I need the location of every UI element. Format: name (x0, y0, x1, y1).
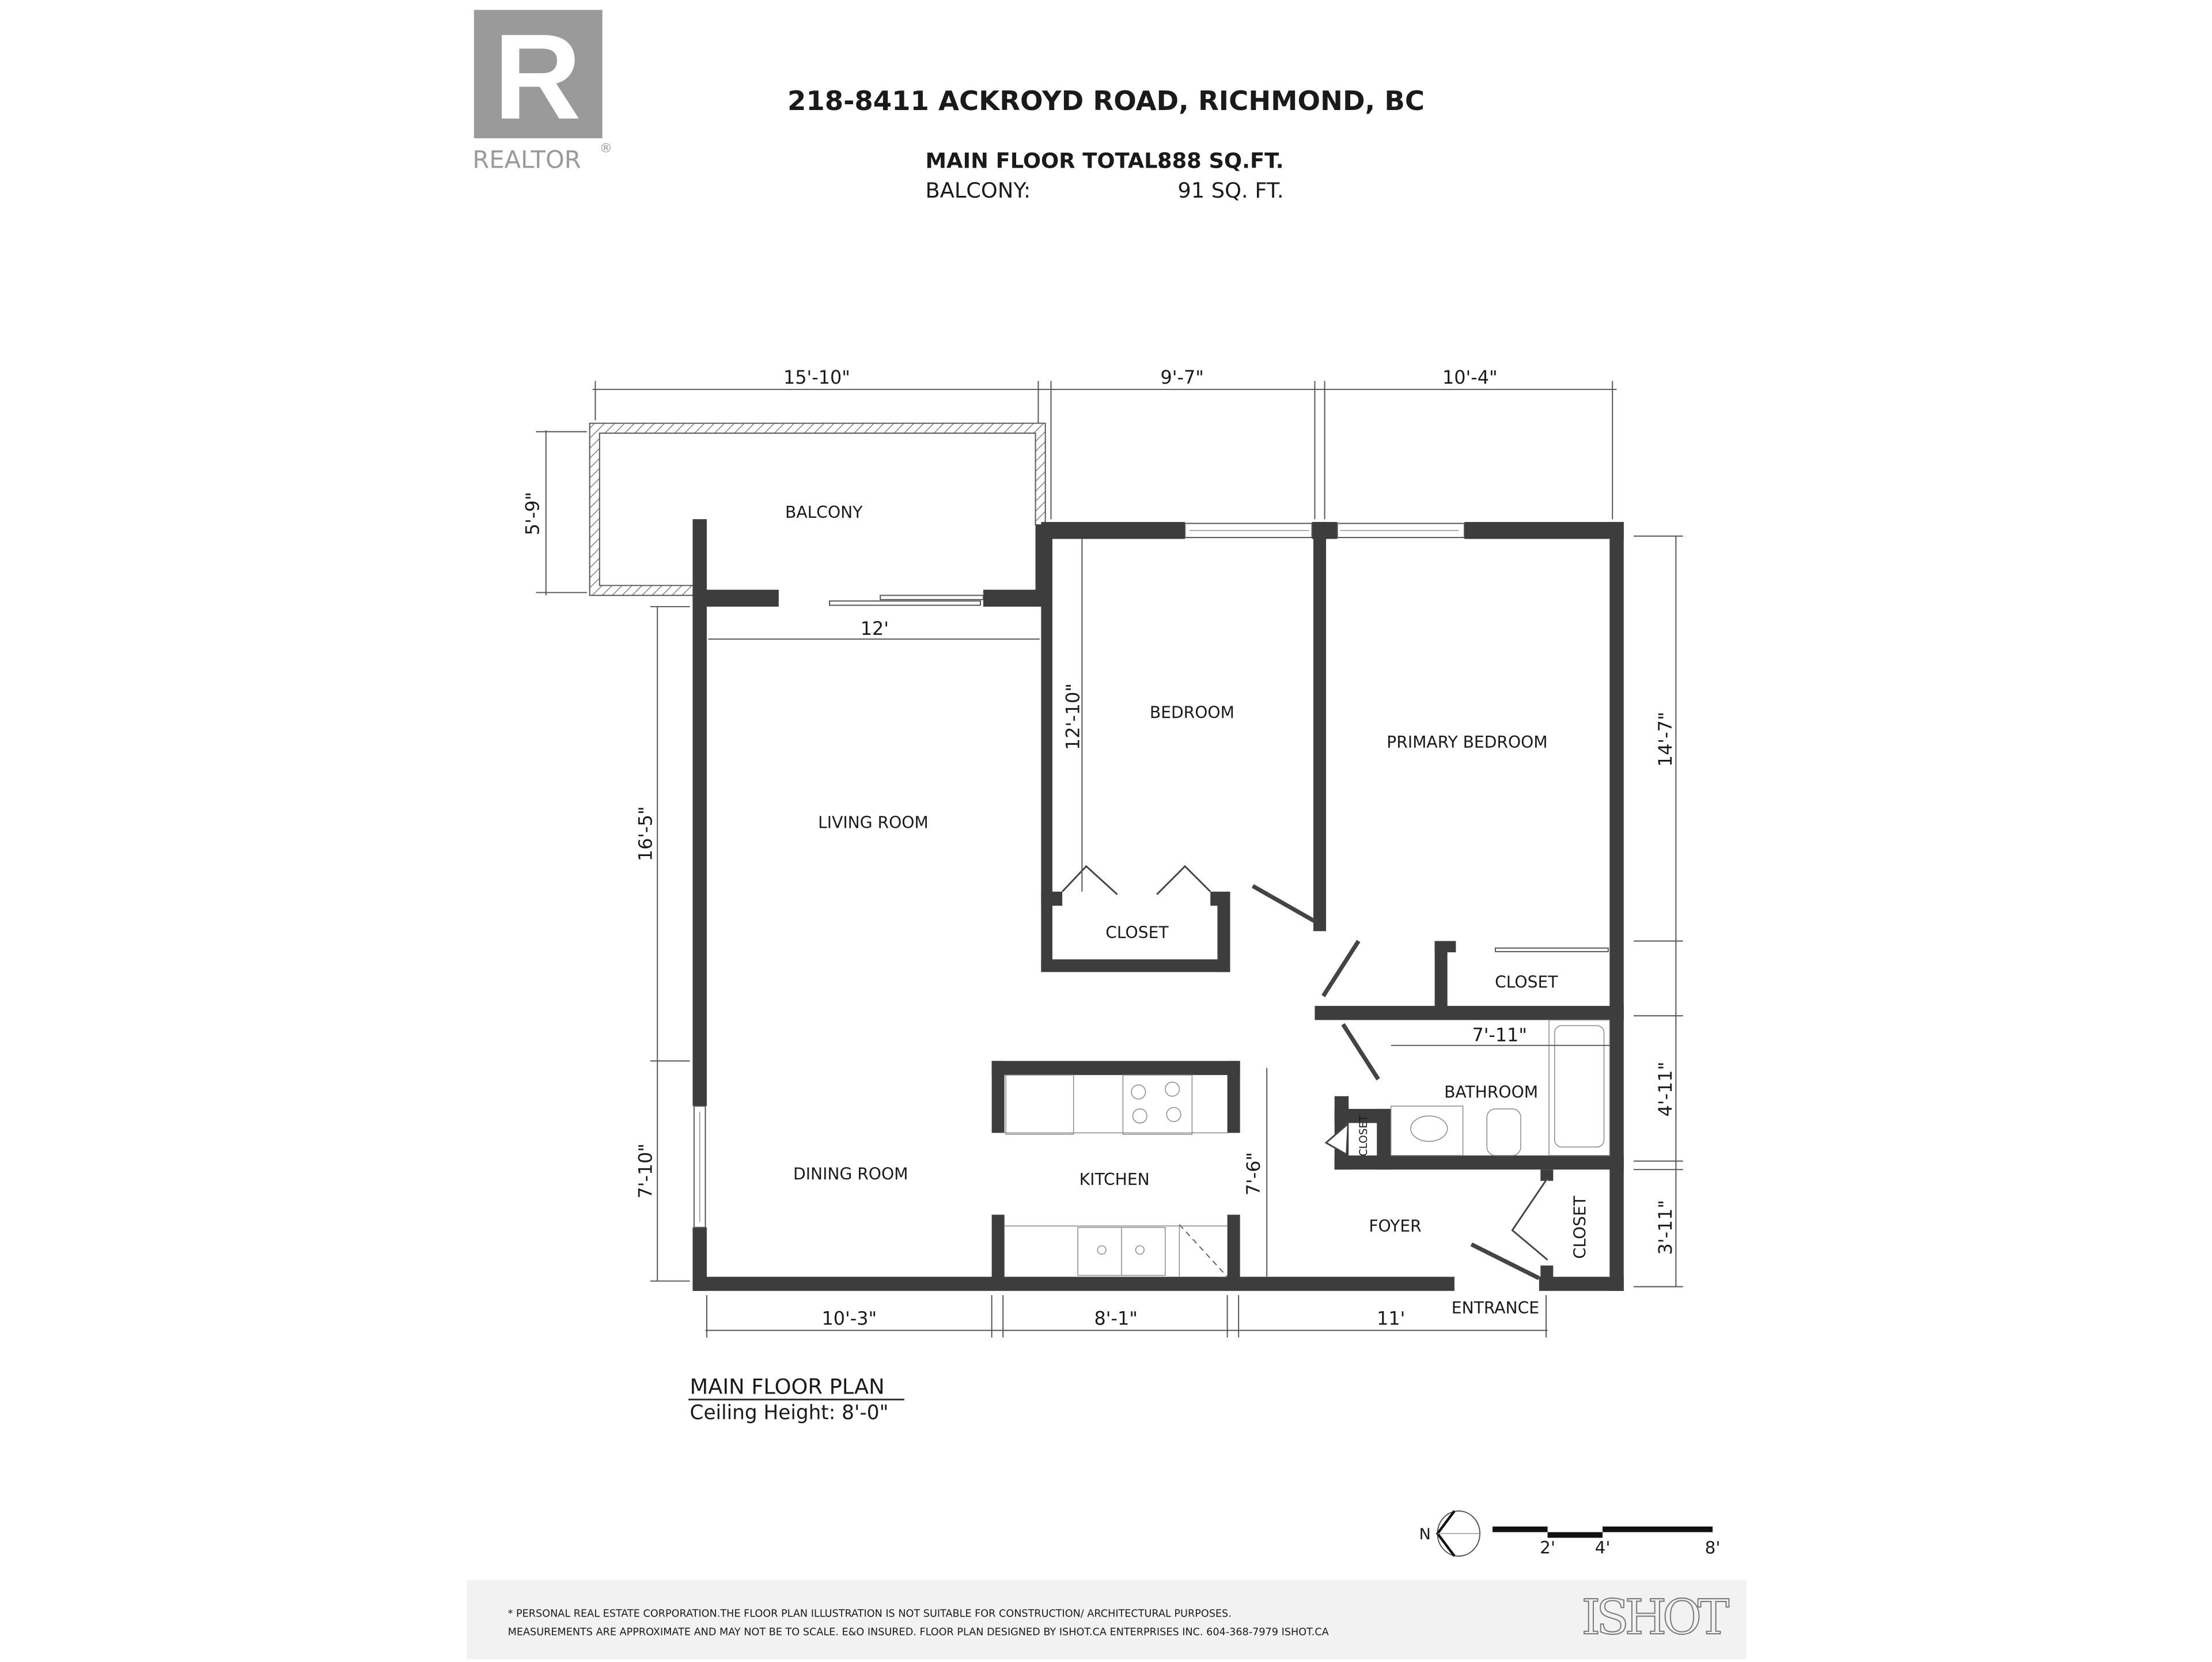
dim-foyer-closet-depth: 3'-11" (1654, 1200, 1676, 1255)
bottom-dimensions: 10'-3" 8'-1" 11' (705, 1295, 1548, 1338)
area-label-main: MAIN FLOOR TOTAL: (926, 148, 1166, 173)
scale-bar: 2' 4' 8' (1493, 1526, 1721, 1557)
dim-kitchen-depth: 7'-6" (1243, 1152, 1264, 1195)
scale-tick-4: 4' (1595, 1538, 1611, 1557)
dim-dining-depth: 7'-10" (634, 1144, 656, 1199)
dim-bedroom-width: 9'-7" (1161, 366, 1204, 388)
room-label-bedroom: BEDROOM (1150, 703, 1234, 722)
top-dimensions: 15'-10" 9'-7" 10'-4" (592, 366, 1617, 520)
area-value-main: 888 SQ.FT. (1157, 148, 1284, 173)
room-labels: LIVING ROOM DINING ROOM KITCHEN BEDROOM … (793, 703, 1590, 1318)
property-address: 218-8411 ACKROYD ROAD, RICHMOND, BC (787, 85, 1425, 116)
compass: N (1419, 1510, 1480, 1557)
dim-living-depth: 16'-5" (634, 807, 656, 862)
walls (692, 519, 1624, 1291)
ceiling-height: Ceiling Height: 8'-0" (690, 1402, 889, 1425)
room-label-primary-bedroom: PRIMARY BEDROOM (1387, 733, 1547, 752)
room-label-foyer-closet: CLOSET (1571, 1195, 1590, 1259)
balcony: BALCONY (589, 422, 1046, 596)
area-value-balcony: 91 SQ. FT. (1177, 178, 1283, 203)
doors (829, 595, 1609, 1281)
stove-icon (1122, 1074, 1193, 1135)
dim-bathroom-depth: 4'-11" (1654, 1062, 1676, 1117)
dim-balcony-depth: 5'-9" (522, 492, 544, 535)
right-dimensions: 14'-7" 4'-11" 3'-11" (1633, 535, 1683, 1288)
room-label-dining: DINING ROOM (793, 1164, 908, 1183)
realtor-logo-letter: R (494, 9, 581, 145)
footer: * PERSONAL REAL ESTATE CORPORATION.THE F… (467, 1580, 1747, 1659)
left-dimensions: 16'-5" 7'-10" (634, 606, 690, 1282)
compass-north-label: N (1419, 1525, 1431, 1543)
realtor-logo-text: REALTOR (472, 145, 581, 173)
realtor-logo: R REALTOR ® (472, 9, 612, 174)
toilet-icon (1486, 1108, 1521, 1156)
dim-bathroom-width: 7'-11" (1472, 1024, 1527, 1046)
realtor-logo-box (474, 10, 603, 139)
area-summary: MAIN FLOOR TOTAL: 888 SQ.FT. BALCONY: 91… (926, 148, 1284, 202)
bathtub-icon (1554, 1025, 1605, 1148)
ishot-logo: ISHOT (1581, 1589, 1729, 1645)
fixtures (1004, 1019, 1611, 1277)
dim-primary-depth: 14'-7" (1654, 711, 1676, 767)
room-label-balcony: BALCONY (785, 503, 863, 522)
room-label-primary-closet: CLOSET (1495, 972, 1558, 991)
dim-dining-width: 10'-3" (821, 1308, 877, 1330)
windows (693, 523, 1465, 1228)
interior-dimensions: 12' 12'-10" 7'-11" 7'-6" (708, 539, 1610, 1277)
footer-disclaimer-line2: MEASUREMENTS ARE APPROXIMATE AND MAY NOT… (508, 1626, 1329, 1638)
dim-kitchen-width: 8'-1" (1094, 1308, 1137, 1330)
bathroom-sink-icon (1410, 1115, 1448, 1142)
room-label-entrance: ENTRANCE (1452, 1298, 1539, 1318)
dim-living-width: 12' (861, 618, 889, 639)
room-label-living: LIVING ROOM (818, 813, 929, 832)
room-label-bath-closet: CLOSET (1358, 1115, 1370, 1156)
plan-title-block: MAIN FLOOR PLAN Ceiling Height: 8'-0" (688, 1375, 904, 1425)
dim-primary-width: 10'-4" (1442, 366, 1498, 388)
dim-balcony-depth-group: 5'-9" (522, 430, 587, 596)
room-label-foyer: FOYER (1369, 1217, 1421, 1236)
room-label-kitchen: KITCHEN (1080, 1170, 1150, 1189)
area-label-balcony: BALCONY: (926, 178, 1031, 203)
scale-tick-2: 2' (1540, 1538, 1555, 1557)
plan-title: MAIN FLOOR PLAN (690, 1375, 885, 1399)
room-label-bathroom: BATHROOM (1444, 1082, 1538, 1101)
realtor-registered-mark: ® (600, 141, 612, 156)
footer-disclaimer-line1: * PERSONAL REAL ESTATE CORPORATION.THE F… (508, 1608, 1232, 1620)
room-label-bedroom-closet: CLOSET (1105, 923, 1169, 942)
scale-tick-8: 8' (1705, 1538, 1721, 1557)
dim-balcony-width: 15'-10" (783, 366, 850, 388)
dim-foyer-width: 11' (1377, 1308, 1405, 1330)
dim-bedroom-depth: 12'-10" (1062, 683, 1084, 750)
